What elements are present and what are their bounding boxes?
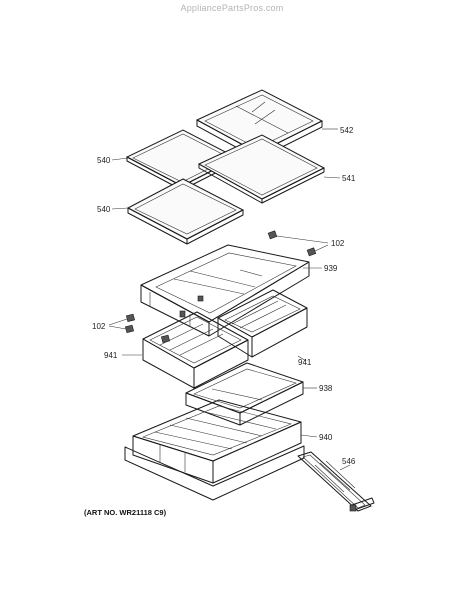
callout-939: 939 — [324, 264, 338, 273]
art-number: (ART NO. WR21118 C9) — [84, 508, 167, 517]
callout-102-right: 102 — [331, 239, 345, 248]
callout-941-right: 941 — [298, 358, 312, 367]
leader-lines — [108, 128, 351, 471]
part-102-left — [124, 313, 171, 344]
callout-541: 541 — [342, 174, 356, 183]
callout-940: 940 — [319, 433, 333, 442]
shelf-541 — [197, 134, 326, 204]
watermark: AppliancePartsPros.com — [180, 3, 284, 13]
callout-102-left: 102 — [92, 322, 106, 331]
callout-540-upper: 540 — [97, 156, 111, 165]
callout-546: 546 — [342, 457, 356, 466]
shelf-540-lower — [126, 178, 245, 245]
divider-546 — [297, 451, 375, 512]
callout-540-lower: 540 — [97, 205, 111, 214]
drawer-941-left — [142, 311, 249, 389]
callout-542: 542 — [340, 126, 354, 135]
callout-938: 938 — [319, 384, 333, 393]
frame-938 — [185, 362, 304, 426]
part-102-right — [267, 230, 317, 257]
callout-941-left: 941 — [104, 351, 118, 360]
drawer-941-right — [217, 289, 308, 358]
frame-939 — [140, 244, 310, 337]
pan-940 — [124, 399, 305, 501]
